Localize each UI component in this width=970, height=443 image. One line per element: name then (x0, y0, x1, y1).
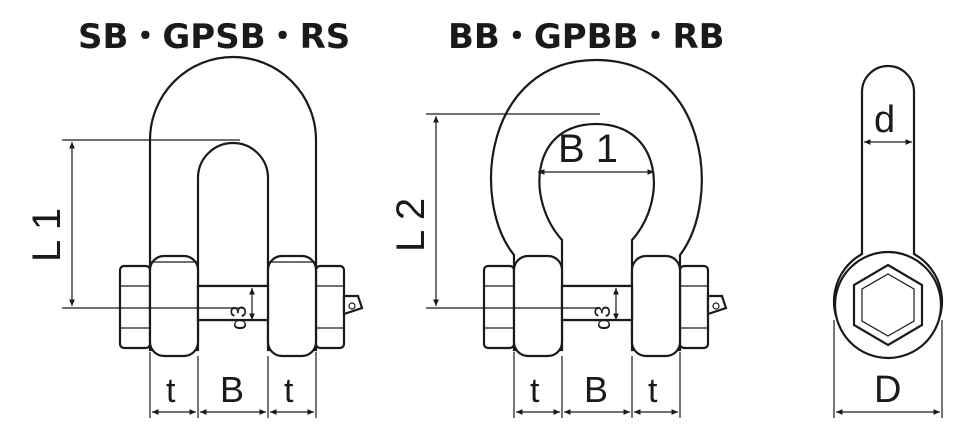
bow-shackle: B 1 L 2 d3 t B t (389, 58, 728, 418)
d-shackle-nut (314, 264, 346, 350)
d-shackle-eye-left (148, 254, 200, 358)
title-left: SB・GPSB・RS (78, 17, 350, 57)
label-B-mid: B (584, 369, 608, 410)
label-t-left-1: t (166, 372, 176, 410)
bow-shackle-cotter (706, 294, 728, 316)
label-d3-mid: d3 (590, 306, 615, 330)
label-d3-left: d3 (226, 306, 251, 330)
label-B1: B 1 (558, 127, 618, 171)
d-shackle-cotter (342, 294, 364, 316)
title-middle: BB・GPBB・RB (448, 17, 725, 57)
side-view-hex-nut (852, 263, 924, 347)
label-t-mid-2: t (648, 372, 658, 410)
bow-shackle-eye-left (512, 254, 564, 358)
label-t-mid-1: t (530, 372, 540, 410)
label-L2: L 2 (389, 198, 433, 252)
label-t-left-2: t (284, 372, 294, 410)
label-L1: L 1 (25, 208, 69, 262)
label-B-left: B (220, 369, 244, 410)
bow-shackle-pin-head (482, 264, 516, 350)
shackle-side-view: d D (832, 64, 944, 418)
label-D: D (874, 369, 901, 411)
bow-shackle-eye-right (630, 254, 682, 358)
label-d: d (874, 99, 895, 141)
bow-shackle-nut (678, 264, 710, 350)
d-shackle: L 1 d3 t B t (25, 55, 364, 418)
d-shackle-pin-head (118, 264, 152, 350)
d-shackle-eye-right (266, 254, 318, 358)
